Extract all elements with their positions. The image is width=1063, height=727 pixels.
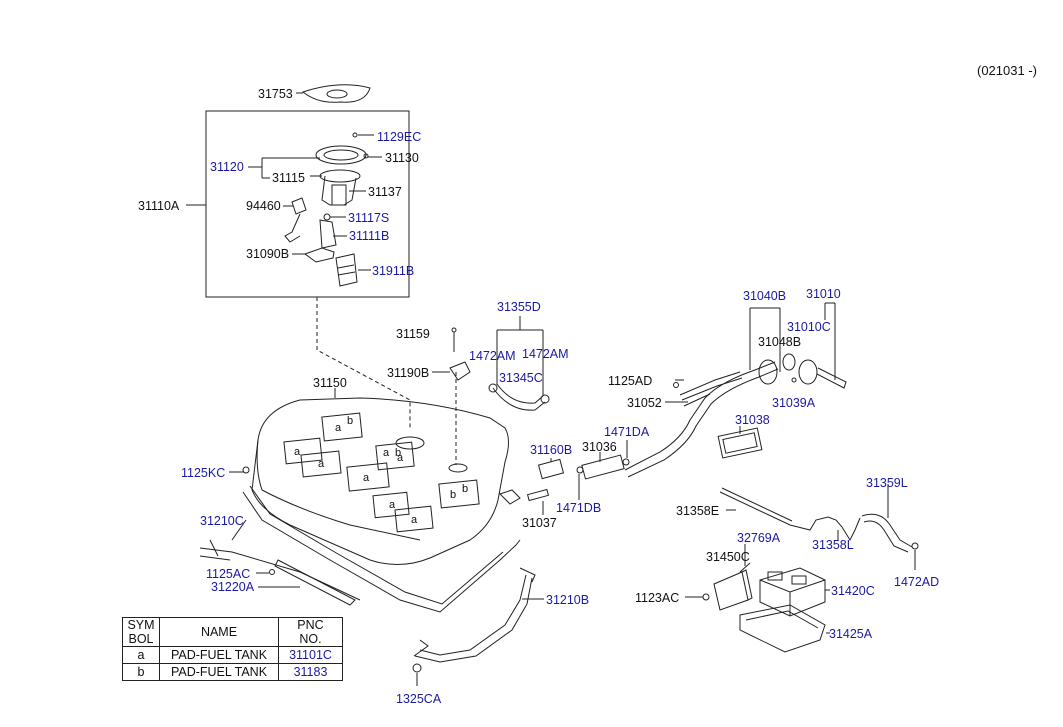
legend-row-name: PAD-FUEL TANK <box>159 663 279 681</box>
legend-row-pnc: 31101C <box>278 646 343 664</box>
callout-1472am-right: 1472AM <box>522 347 569 361</box>
callout-1472ad: 1472AD <box>894 575 940 589</box>
filler-neck-assembly <box>624 353 847 478</box>
callout-31190b: 31190B <box>387 366 430 380</box>
tank-pad-mark-b: b <box>395 447 401 459</box>
callout-31210c: 31210C <box>200 514 244 528</box>
callout-31111b: 31111B <box>349 229 390 243</box>
tank-pad-mark-b: b <box>347 415 353 427</box>
tank-pad-mark-a: a <box>411 514 418 526</box>
callout-94460: 94460 <box>246 199 281 213</box>
callout-31358l: 31358L <box>812 538 854 552</box>
legend-row-name: PAD-FUEL TANK <box>159 646 279 664</box>
callout-31425a: 31425A <box>829 627 873 641</box>
legend-header-symbol: SYM BOL <box>122 617 160 647</box>
module-leader-lines <box>248 134 382 271</box>
legend-row-pnc: 31183 <box>278 663 343 681</box>
callout-31753: 31753 <box>258 87 293 101</box>
callout-31010c: 31010C <box>787 320 831 334</box>
canister-assembly <box>702 567 826 653</box>
callout-31130: 31130 <box>385 151 419 165</box>
callout-31345c: 31345C <box>499 371 543 385</box>
callout-31359l: 31359L <box>866 476 908 490</box>
callout-1472am-left: 1472AM <box>469 349 516 363</box>
fuel-pump-module-box <box>205 110 410 298</box>
legend-header-name: NAME <box>159 617 279 647</box>
legend-header-row: SYM BOL NAME PNC NO. <box>122 617 343 647</box>
callout-1471da: 1471DA <box>604 425 650 439</box>
tank-pad-mark-a: a <box>389 499 396 511</box>
tank-straps <box>199 485 536 663</box>
callout-1125kc: 1125KC <box>181 466 226 480</box>
callout-31117s: 31117S <box>348 211 390 225</box>
callout-1125ac: 1125AC <box>206 567 251 581</box>
callout-31090b: 31090B <box>246 247 290 261</box>
tank-pad-mark-a: a <box>383 447 390 459</box>
callout-31220a: 31220A <box>211 580 255 594</box>
callout-31110a: 31110A <box>138 199 180 213</box>
callout-31450c: 31450C <box>706 550 750 564</box>
callout-31160b: 31160B <box>530 443 573 457</box>
callout-31037: 31037 <box>522 516 557 530</box>
callout-32769a: 32769A <box>737 531 781 545</box>
legend-header-pnc-line1: PNC <box>297 618 324 632</box>
callout-31358e: 31358E <box>676 504 720 518</box>
callout-1325ca: 1325CA <box>396 692 442 706</box>
callout-31038: 31038 <box>735 413 770 427</box>
tank-pad-mark-a: a <box>318 458 325 470</box>
callout-31120: 31120 <box>210 160 244 174</box>
callout-31039a: 31039A <box>772 396 816 410</box>
symbol-legend-table: SYM BOL NAME PNC NO. a PAD-FUEL TANK 311… <box>122 617 343 681</box>
callout-31137: 31137 <box>368 185 402 199</box>
tank-pad-mark-a: a <box>397 452 404 464</box>
callout-31355d: 31355D <box>497 300 541 314</box>
callout-31210b: 31210B <box>546 593 590 607</box>
legend-row-symbol: b <box>122 663 160 681</box>
legend-row: b PAD-FUEL TANK 31183 <box>122 663 343 681</box>
callout-1125ad: 1125AD <box>608 374 653 388</box>
callout-31911b: 31911B <box>372 264 415 278</box>
fuel-tank-31150 <box>251 397 521 565</box>
tank-pad-mark-b: b <box>450 489 456 501</box>
callout-31036: 31036 <box>582 440 617 454</box>
callout-1123ac: 1123AC <box>635 591 680 605</box>
callout-31150: 31150 <box>313 376 347 390</box>
callout-1471db: 1471DB <box>556 501 602 515</box>
callout-31010: 31010 <box>806 287 841 301</box>
tank-pad-mark-a: a <box>335 422 342 434</box>
legend-row: a PAD-FUEL TANK 31101C <box>122 646 343 664</box>
legend-header-sym: SYM <box>127 618 155 632</box>
legend-header-bol: BOL <box>128 632 154 646</box>
gasket-31753 <box>296 84 371 103</box>
callout-31420c: 31420C <box>831 584 875 598</box>
legend-header-pnc-line2: NO. <box>299 632 322 646</box>
callout-31040b: 31040B <box>743 289 787 303</box>
tank-pad-mark-b: b <box>462 483 468 495</box>
callout-31052: 31052 <box>627 396 662 410</box>
callout-31159: 31159 <box>396 327 430 341</box>
legend-header-pnc: PNC NO. <box>278 617 343 647</box>
tank-pad-marks: a b a b a a a a b a b a <box>294 415 468 526</box>
legend-row-symbol: a <box>122 646 160 664</box>
callout-31048b: 31048B <box>758 335 802 349</box>
fuel-pump-module-parts <box>284 132 369 287</box>
callout-31115: 31115 <box>272 171 305 185</box>
callout-1129ec: 1129EC <box>377 130 422 144</box>
tank-pad-mark-a: a <box>363 472 370 484</box>
revision-label: (021031 -) <box>977 63 1037 78</box>
tank-pad-mark-a: a <box>294 446 301 458</box>
